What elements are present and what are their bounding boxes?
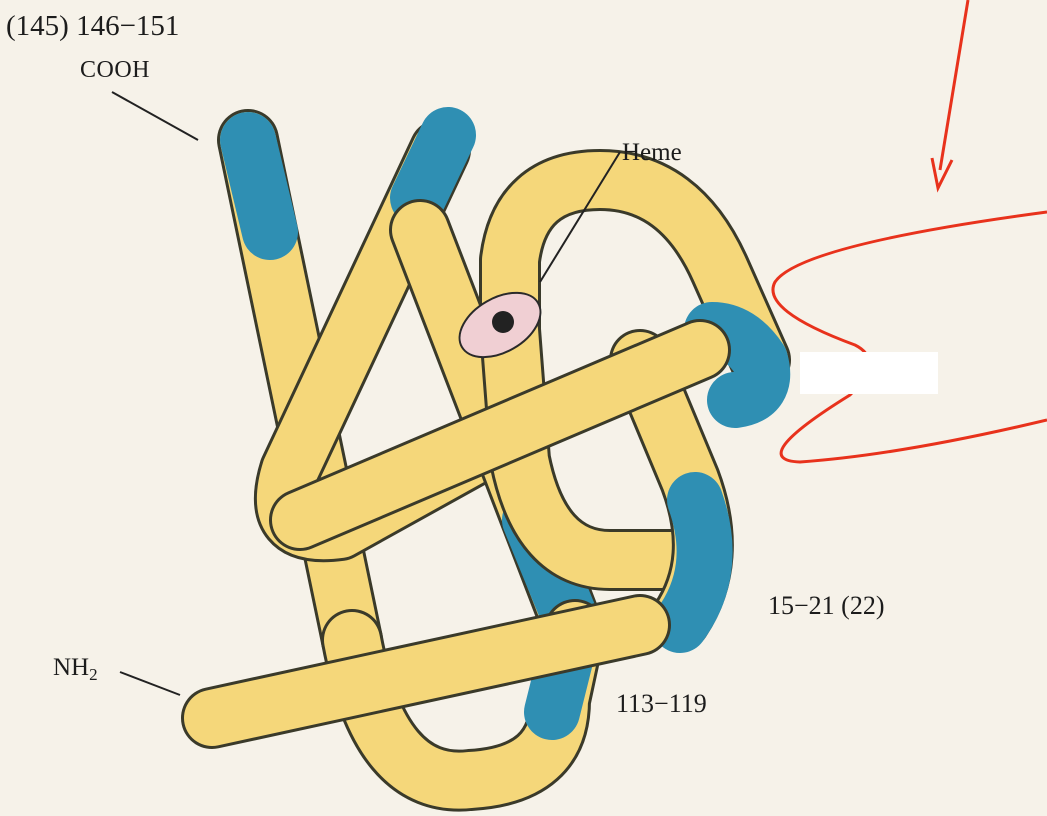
residue-range-label-bottom: 113−119 [616,691,707,717]
residue-range-label-cooh: (145) 146−151 [6,12,179,41]
residue-range-label-right: 15−21 (22) [768,593,884,619]
red-freehand-squiggle [773,212,1047,462]
cooh-leader-line [112,92,198,140]
nh2-label-subscript: 2 [89,665,98,684]
cooh-label: COOH [80,58,150,82]
nh2-label-base: NH [53,654,89,681]
heme-label: Heme [622,140,682,165]
nh2-label: NH2 [53,655,98,683]
helix-blue-segment [418,135,448,198]
helix-strands [212,135,762,781]
helix-blue-segment [680,500,705,625]
white-patch [800,352,938,394]
nh2-leader-line [120,672,180,695]
helix-blue-segment [248,140,270,232]
iron-atom-icon [492,311,514,333]
red-arrow-shaft [940,0,968,170]
